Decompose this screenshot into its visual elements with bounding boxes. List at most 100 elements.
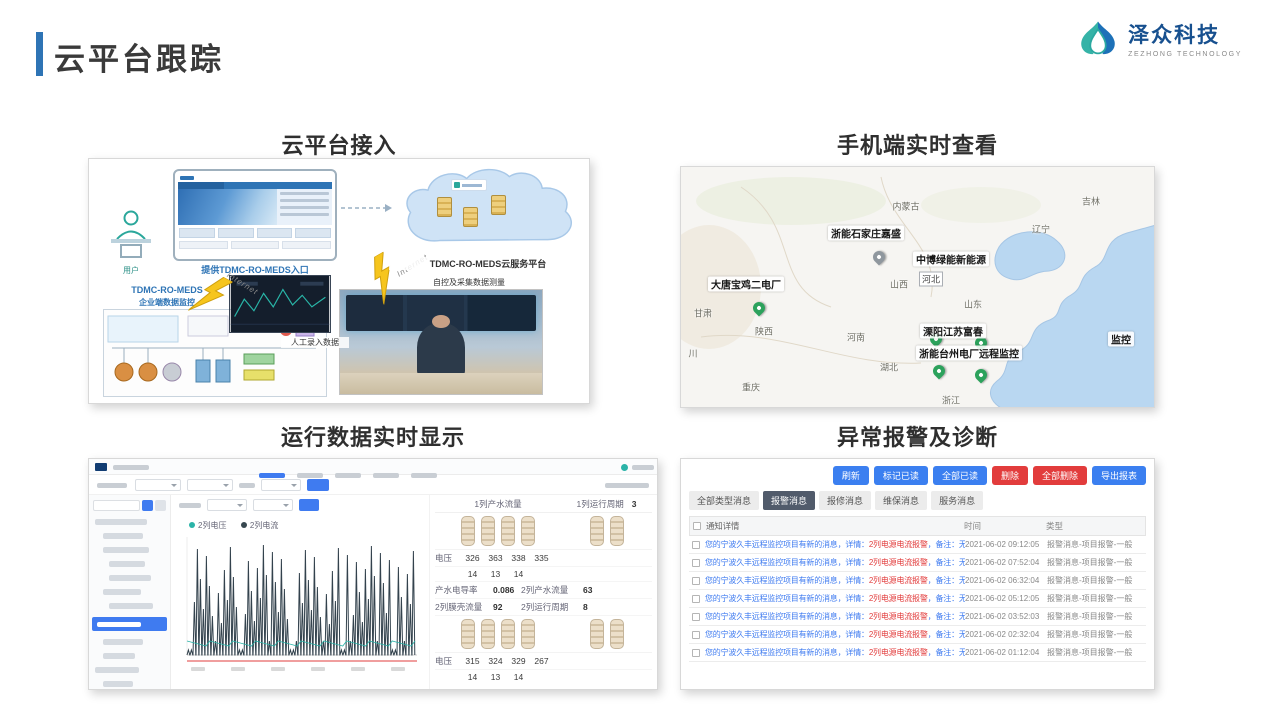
membrane-vessel-icon [461, 619, 475, 649]
export-report-button[interactable]: 导出报表 [1091, 466, 1146, 485]
tree-item[interactable] [103, 653, 135, 659]
tree-item[interactable] [109, 603, 153, 609]
tree-item-selected[interactable] [92, 617, 167, 631]
value-cell: 14 [467, 672, 478, 682]
province-label: 湖北 [879, 362, 899, 373]
value-cell: 324 [488, 656, 503, 666]
tree-item[interactable] [103, 589, 141, 595]
message-alert: 2列电源电流报警 [868, 630, 928, 639]
date-select[interactable] [135, 479, 181, 491]
row-checkbox[interactable] [692, 630, 700, 639]
user-avatar-dot[interactable] [621, 464, 628, 471]
mini-site-news-list [276, 189, 332, 225]
refresh-button[interactable]: 刷新 [832, 466, 869, 485]
stat-label: 2列膜壳流量 [435, 602, 483, 612]
control-room-photo [339, 289, 543, 395]
legend-label: 2列电压 [198, 521, 227, 530]
tree-item[interactable] [103, 639, 143, 645]
province-label: 内蒙古 [892, 201, 920, 212]
row-checkbox[interactable] [692, 540, 700, 549]
chart-range-select[interactable] [207, 499, 247, 511]
value-cell: 338 [511, 553, 526, 563]
value-cell: 315 [465, 656, 480, 666]
row-checkbox[interactable] [692, 594, 700, 603]
select-all-check[interactable] [693, 522, 701, 530]
chart-range-select[interactable] [253, 499, 293, 511]
tree-item[interactable] [103, 547, 149, 553]
tree-collapse-button[interactable] [155, 500, 167, 511]
delete-button[interactable]: 删除 [991, 466, 1028, 485]
tree-item[interactable] [103, 533, 143, 539]
row-checkbox[interactable] [692, 612, 700, 621]
value-cell: 14 [513, 672, 524, 682]
voltage-row: 电压 315 324 329 267 [435, 653, 652, 670]
date-select[interactable] [187, 479, 233, 491]
legend-dot-voltage [189, 522, 195, 528]
row-checkbox[interactable] [692, 558, 700, 567]
cloud-platform-label: TDMC-RO-MEDS云服务平台 [389, 257, 587, 270]
alarm-type: 报警消息-项目报警-一般 [1047, 648, 1133, 657]
row-checkbox[interactable] [692, 648, 700, 657]
photo-operator [416, 314, 466, 378]
dashboard-menu[interactable] [259, 465, 449, 483]
tree-search-button[interactable] [142, 500, 154, 511]
tree-item[interactable] [95, 667, 139, 673]
chart-query-button[interactable] [299, 499, 319, 511]
alarm-time: 2021-06-02 06:32:04 [965, 576, 1040, 585]
alarm-row[interactable]: 您的宁波久丰远程监控项目有新的消息，详情：2列电源电流报警，备注：无 2021-… [689, 608, 1146, 626]
username-bar [632, 465, 654, 470]
chip-logo-icon [454, 182, 460, 188]
pair-row: 2列膜壳流量 92 2列运行周期 8 [435, 599, 652, 616]
alarm-row[interactable]: 您的宁波久丰远程监控项目有新的消息，详情：2列电源电流报警，备注：无 2021-… [689, 644, 1146, 662]
lightning-bolt-icon [374, 251, 391, 305]
alarm-type: 报警消息-项目报警-一般 [1047, 558, 1133, 567]
lotus-drop-logo-icon [1081, 21, 1115, 55]
alarm-type: 报警消息-项目报警-一般 [1047, 630, 1133, 639]
tree-item[interactable] [109, 575, 151, 581]
mark-read-button[interactable]: 标记已读 [873, 466, 928, 485]
message-prefix: 您的宁波久丰远程监控项目有新的消息，详情： [705, 648, 869, 657]
membrane-vessel-icon [589, 516, 604, 546]
type-select[interactable] [261, 479, 301, 491]
message-suffix: ，备注：无 [927, 612, 965, 621]
station-label: 溧阳江苏富春 [920, 323, 986, 339]
tab-service-messages[interactable]: 服务消息 [931, 491, 984, 510]
web-portal-screenshot [173, 169, 337, 261]
dashboard-topbar [89, 459, 657, 478]
tab-alarm-messages[interactable]: 报警消息 [763, 491, 816, 510]
tree-search-input[interactable] [93, 500, 141, 511]
station-label: 中博绿能新能源 [913, 251, 989, 267]
alarm-row[interactable]: 您的宁波久丰远程监控项目有新的消息，详情：2列电源电流报警，备注：无 2021-… [689, 626, 1146, 644]
delete-all-button[interactable]: 全部删除 [1032, 466, 1087, 485]
alarm-message: 您的宁波久丰远程监控项目有新的消息，详情：2列电源电流报警，备注：无 [705, 593, 965, 604]
membrane-vessel-icon [609, 516, 624, 546]
mini-site-cards [178, 225, 332, 238]
all-read-button[interactable]: 全部已读 [932, 466, 987, 485]
tab-repair-messages[interactable]: 报修消息 [819, 491, 872, 510]
tree-item[interactable] [103, 681, 133, 687]
tree-item[interactable] [95, 519, 147, 525]
cloud-access-panel: 用户 提供TDMC-RO-MEDS入口 TDMC-RO-MEDS云服务平台 In… [88, 158, 590, 404]
col-type: 类型 [1046, 521, 1064, 531]
alarm-row[interactable]: 您的宁波久丰远程监控项目有新的消息，详情：2列电源电流报警，备注：无 2021-… [689, 536, 1146, 554]
query-button[interactable] [307, 479, 329, 491]
row-label: 电压 [435, 656, 453, 666]
alarm-row[interactable]: 您的宁波久丰远程监控项目有新的消息，详情：2列电源电流报警，备注：无 2021-… [689, 554, 1146, 572]
tab-maintenance-messages[interactable]: 维保消息 [875, 491, 928, 510]
tab-all-messages[interactable]: 全部类型消息 [689, 491, 760, 510]
station-label-clipped: 监控 [1108, 331, 1134, 347]
alarm-row[interactable]: 您的宁波久丰远程监控项目有新的消息，详情：2列电源电流报警，备注：无 2021-… [689, 590, 1146, 608]
alarm-panel: 刷新 标记已读 全部已读 删除 全部删除 导出报表 全部类型消息 报警消息 报修… [680, 458, 1155, 690]
tree-item[interactable] [109, 561, 145, 567]
row-checkbox[interactable] [692, 576, 700, 585]
section-title-dashboard: 运行数据实时显示 [280, 425, 465, 450]
monitoring-screenshot [229, 275, 331, 333]
alarm-toolbar: 刷新 标记已读 全部已读 删除 全部删除 导出报表 [689, 466, 1146, 485]
flow-diagram-graphic [107, 315, 316, 383]
membrane-vessel-icon [461, 516, 475, 546]
stat-value: 8 [583, 602, 588, 612]
alarm-row[interactable]: 您的宁波久丰远程监控项目有新的消息，详情：2列电源电流报警，备注：无 2021-… [689, 572, 1146, 590]
message-suffix: ，备注：无 [927, 540, 965, 549]
breadcrumb-bar [97, 483, 127, 488]
